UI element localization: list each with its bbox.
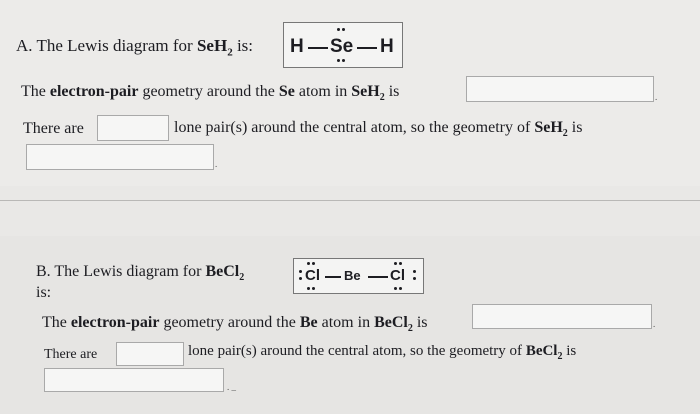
lone-pair-dot xyxy=(394,262,397,265)
electron-pair-geometry-input-b[interactable] xyxy=(472,304,652,329)
lewis-bond xyxy=(357,47,377,49)
lone-pair-dot xyxy=(342,28,345,31)
lone-pair-dot xyxy=(399,262,402,265)
lewis-bond xyxy=(325,276,341,278)
lone-pair-dot xyxy=(399,287,402,290)
question-a: A. The Lewis diagram for SeH2 is: H Se H… xyxy=(0,0,700,186)
question-b-geometry-prompt: The electron-pair geometry around the Be… xyxy=(42,314,428,335)
lone-pair-dot xyxy=(342,59,345,62)
lewis-atom-be: Be xyxy=(344,268,361,283)
lone-pairs-input-b[interactable] xyxy=(116,342,184,366)
lewis-diagram-seh2: H Se H xyxy=(283,22,403,68)
lewis-atom-h-right: H xyxy=(380,36,394,57)
question-b: B. The Lewis diagram for BeCl2 is: Cl Be… xyxy=(0,236,700,414)
input-marker: . xyxy=(215,159,218,169)
question-a-title: A. The Lewis diagram for SeH2 is: xyxy=(16,36,254,59)
lone-pair-dot xyxy=(413,277,416,280)
lone-pair-dot xyxy=(394,287,397,290)
lewis-bond xyxy=(368,276,388,278)
lewis-atom-h-left: H xyxy=(290,36,304,57)
lone-pairs-input-a[interactable] xyxy=(97,115,169,141)
lone-pairs-text-a: lone pair(s) around the central atom, so… xyxy=(174,119,583,140)
lewis-atom-cl-right: Cl xyxy=(390,267,405,284)
lone-pair-dot xyxy=(307,262,310,265)
lone-pair-dot xyxy=(312,262,315,265)
lone-pair-dot xyxy=(307,287,310,290)
question-b-title-suffix: is: xyxy=(36,284,52,301)
electron-pair-geometry-input-a[interactable] xyxy=(466,76,654,102)
lone-pair-dot xyxy=(299,270,302,273)
lewis-atom-cl-left: Cl xyxy=(305,267,320,284)
question-b-title: B. The Lewis diagram for BeCl2 xyxy=(36,263,245,284)
molecular-geometry-input-a[interactable] xyxy=(26,144,214,170)
lewis-diagram-becl2: Cl Be Cl xyxy=(293,258,424,294)
input-marker: . xyxy=(655,92,658,102)
lewis-bond xyxy=(308,47,328,49)
there-are-label-a: There are xyxy=(23,120,84,137)
molecular-geometry-input-b[interactable] xyxy=(44,368,224,392)
lone-pair-dot xyxy=(299,277,302,280)
lewis-atom-se: Se xyxy=(330,36,354,57)
input-marker: . xyxy=(653,319,656,329)
input-marker: . _ xyxy=(227,382,236,392)
lone-pair-dot xyxy=(337,28,340,31)
lone-pairs-text-b: lone pair(s) around the central atom, so… xyxy=(188,343,577,362)
lone-pair-dot xyxy=(312,287,315,290)
section-divider xyxy=(0,200,700,201)
there-are-label-b: There are xyxy=(44,347,98,362)
question-a-geometry-prompt: The electron-pair geometry around the Se… xyxy=(21,83,400,104)
lone-pair-dot xyxy=(413,270,416,273)
lone-pair-dot xyxy=(337,59,340,62)
